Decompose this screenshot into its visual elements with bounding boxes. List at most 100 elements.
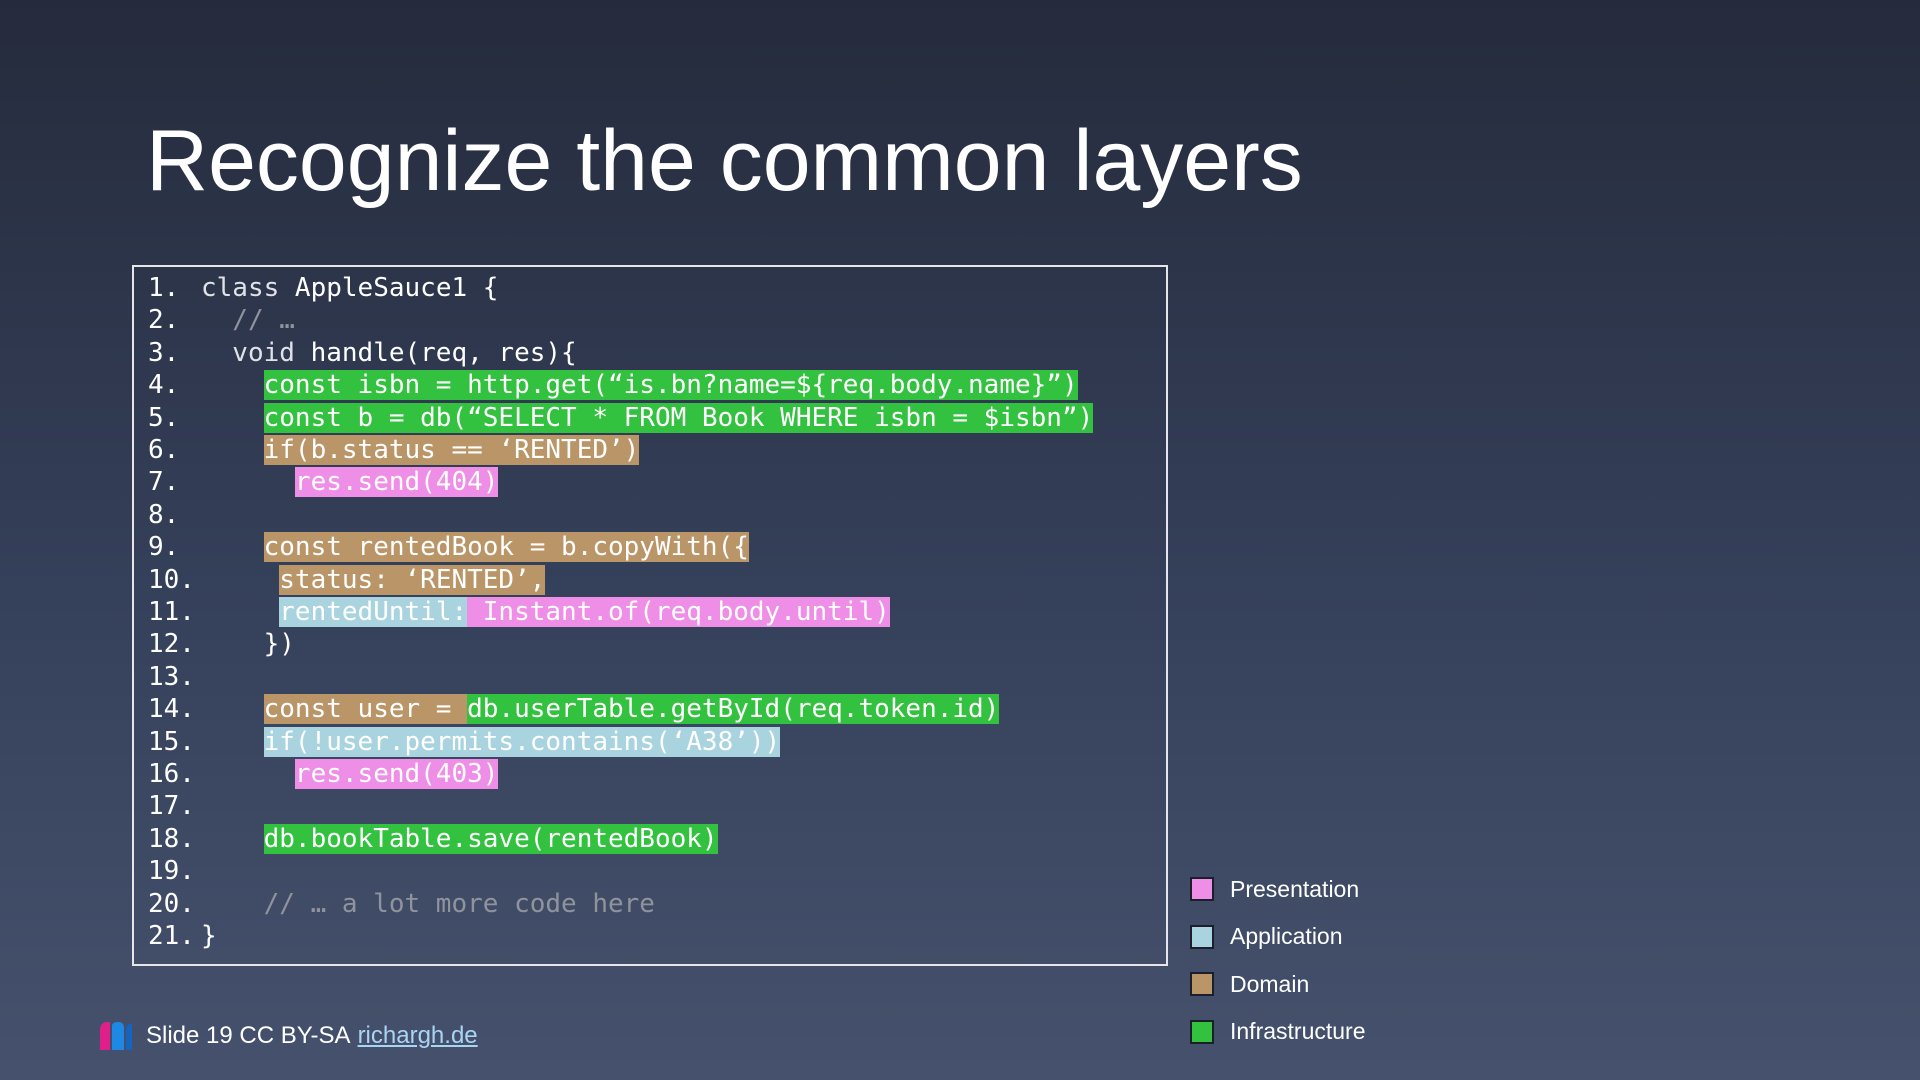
code-segment-plain	[201, 597, 279, 627]
code-line: 19.	[148, 856, 201, 886]
code-segment-plain: }	[201, 921, 217, 951]
legend-swatch	[1190, 1019, 1214, 1044]
line-code: if(!user.permits.contains(‘A38’))	[201, 726, 781, 757]
line-code: if(b.status == ‘RENTED’)	[201, 435, 640, 465]
line-code: class AppleSauce1 {	[201, 273, 498, 303]
line-code: })	[201, 629, 295, 659]
code-line: 8.	[148, 500, 201, 530]
line-number: 3.	[148, 337, 180, 368]
code-segment-plain	[201, 565, 279, 595]
line-code: void handle(req, res){	[201, 337, 577, 368]
line-number: 20.	[148, 888, 195, 919]
code-segment-plain: })	[201, 629, 295, 660]
code-line: 15. if(!user.permits.contains(‘A38’))	[148, 726, 781, 757]
code-segment-presentation: Instant.of(req.body.until)	[467, 597, 890, 627]
line-number: 4.	[148, 370, 180, 401]
line-number: 2.	[148, 305, 180, 336]
legend-item-application: Application	[1190, 922, 1343, 952]
code-segment-plain: handle(req, res){	[294, 337, 577, 368]
legend-label: Presentation	[1230, 875, 1360, 902]
footer-website-link[interactable]: richargh.de	[357, 1022, 478, 1049]
code-line: 2. // …	[148, 305, 295, 335]
legend-label: Domain	[1230, 970, 1310, 997]
footer-license-text: Slide 19 CC BY-SA	[146, 1022, 351, 1049]
line-number: 9.	[148, 532, 180, 563]
code-line: 16. res.send(403)	[148, 759, 499, 789]
code-segment-plain	[201, 435, 264, 465]
legend-label: Infrastructure	[1230, 1018, 1366, 1044]
line-number: 15.	[148, 726, 195, 757]
slide-footer: Slide 19 CC BY-SA richargh.de	[98, 1020, 478, 1052]
line-number: 8.	[148, 499, 180, 530]
legend-label: Application	[1230, 923, 1343, 949]
legend-item-presentation: Presentation	[1190, 874, 1359, 904]
code-line: 13.	[148, 662, 201, 692]
line-number: 1.	[148, 273, 180, 303]
code-segment-keyword: class	[201, 273, 280, 303]
code-line: 20. // … a lot more code here	[148, 889, 655, 919]
code-segment-plain	[201, 824, 264, 854]
code-segment-presentation: res.send(403)	[294, 759, 499, 789]
code-segment-infrastructure: db.bookTable.save(rentedBook)	[263, 823, 718, 854]
line-code: res.send(404)	[201, 467, 499, 498]
line-number: 19.	[148, 856, 195, 887]
code-segment-plain	[201, 370, 264, 400]
line-number: 5.	[148, 402, 180, 433]
line-code: // …	[201, 305, 295, 335]
line-code: res.send(403)	[201, 759, 499, 789]
line-number: 17.	[148, 791, 195, 822]
line-number: 18.	[148, 823, 195, 854]
line-number: 10.	[148, 564, 195, 595]
line-number: 21.	[148, 921, 195, 951]
code-line: 11. rentedUntil: Instant.of(req.body.unt…	[148, 597, 890, 627]
legend-swatch	[1190, 877, 1214, 901]
line-number: 7.	[148, 467, 180, 498]
slide-title: Recognize the common layers	[146, 113, 1303, 209]
code-line: 7. res.send(404)	[148, 467, 499, 498]
code-segment-domain: const user =	[263, 694, 468, 725]
code-segment-plain: AppleSauce1 {	[279, 273, 499, 303]
legend-swatch	[1190, 924, 1214, 949]
code-line: 4. const isbn = http.get(“is.bn?name=${r…	[148, 370, 1078, 401]
code-segment-infrastructure: const b = db(“SELECT * FROM Book WHERE i…	[263, 402, 1094, 433]
line-number: 16.	[148, 759, 195, 789]
richargh-logo-icon	[100, 1022, 132, 1050]
code-line: 6. if(b.status == ‘RENTED’)	[148, 435, 640, 465]
line-code: rentedUntil: Instant.of(req.body.until)	[201, 597, 890, 627]
code-segment-infrastructure: db.userTable.getById(req.token.id)	[467, 694, 1000, 725]
code-line: 21.}	[148, 921, 217, 951]
line-number: 13.	[148, 661, 195, 692]
code-segment-plain	[201, 694, 264, 724]
code-segment-plain	[201, 759, 295, 789]
code-line: 5. const b = db(“SELECT * FROM Book WHER…	[148, 402, 1094, 433]
code-line: 17.	[148, 791, 201, 821]
line-code: }	[201, 921, 217, 951]
line-code: const b = db(“SELECT * FROM Book WHERE i…	[201, 402, 1094, 433]
line-code: const isbn = http.get(“is.bn?name=${req.…	[201, 370, 1078, 401]
code-segment-domain: status: ‘RENTED’,	[279, 564, 546, 595]
code-line: 9. const rentedBook = b.copyWith({	[148, 532, 749, 563]
code-segment-plain	[201, 727, 264, 757]
code-block: 1.class AppleSauce1 {2. // …3. void hand…	[132, 265, 1168, 966]
line-number: 11.	[148, 597, 195, 627]
code-segment-plain	[201, 467, 295, 497]
code-segment-domain: if(b.status == ‘RENTED’)	[263, 435, 640, 465]
code-segment-application: if(!user.permits.contains(‘A38’))	[263, 726, 781, 757]
line-code: const user = db.userTable.getById(req.to…	[201, 694, 1000, 725]
code-segment-presentation: res.send(404)	[294, 467, 499, 498]
code-line: 18. db.bookTable.save(rentedBook)	[148, 823, 718, 854]
code-line: 10. status: ‘RENTED’,	[148, 564, 546, 595]
legend-item-infrastructure: Infrastructure	[1190, 1017, 1366, 1047]
code-segment-keyword: void	[201, 337, 295, 368]
code-segment-comment: // … a lot more code here	[201, 888, 655, 919]
line-code: status: ‘RENTED’,	[201, 564, 546, 595]
line-code: const rentedBook = b.copyWith({	[201, 532, 749, 563]
code-segment-infrastructure: const isbn = http.get(“is.bn?name=${req.…	[263, 370, 1078, 401]
code-line: 1. class AppleSauce1 {	[148, 273, 498, 303]
code-segment-application: rentedUntil:	[279, 597, 468, 627]
code-line: 3. void handle(req, res){	[148, 338, 577, 368]
code-segment-comment: // …	[201, 305, 295, 336]
legend-swatch	[1190, 972, 1214, 996]
code-segment-plain	[201, 403, 264, 433]
code-segment-plain	[201, 532, 264, 562]
